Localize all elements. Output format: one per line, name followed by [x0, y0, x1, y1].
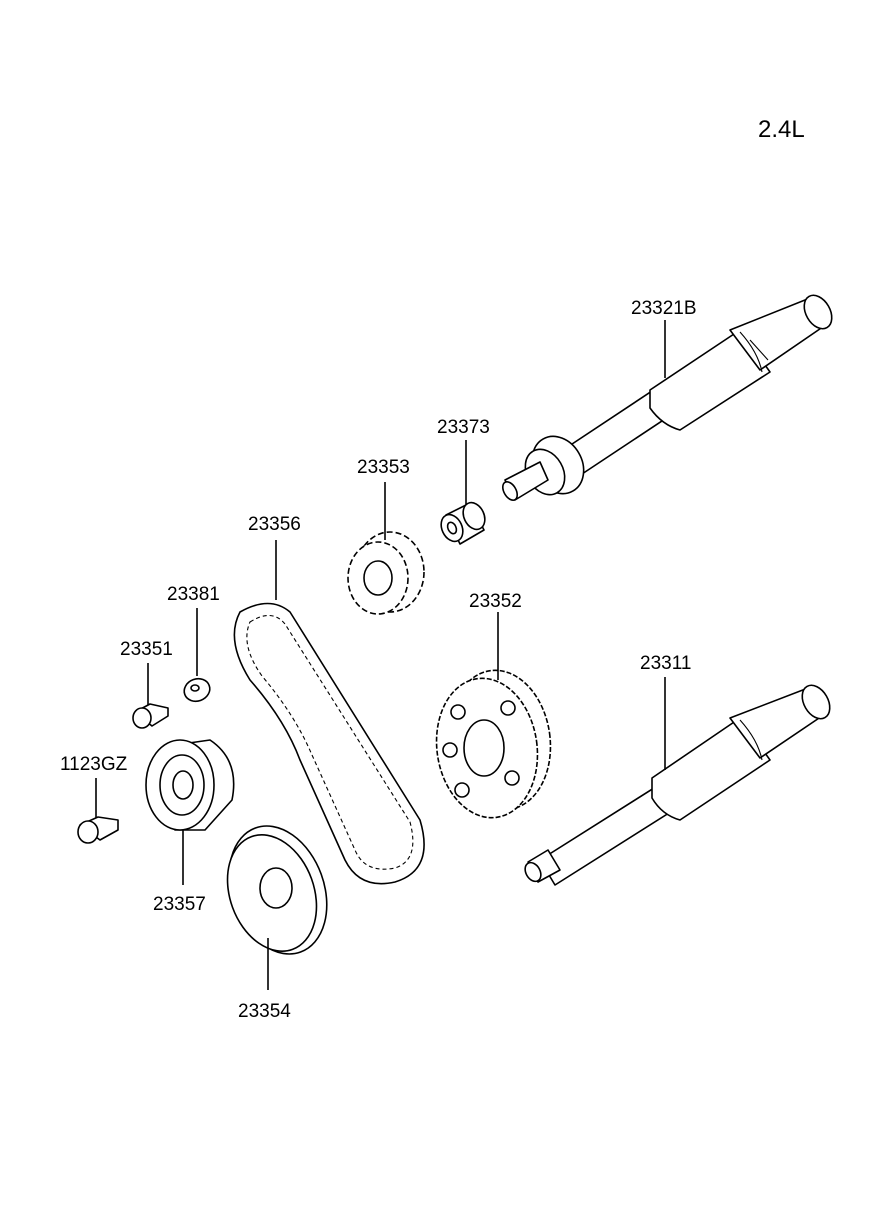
part-label-23357: 23357	[153, 894, 206, 915]
tensioner-pulley-illustration	[145, 739, 235, 885]
part-label-1123gz: 1123GZ	[60, 754, 128, 775]
shaft-sprocket-illustration	[435, 612, 552, 819]
washer-illustration	[183, 608, 211, 703]
part-label-23381: 23381	[167, 584, 220, 605]
part-label-23353: 23353	[357, 457, 410, 478]
bolt-1123gz-illustration	[77, 778, 119, 844]
bolt-23351-illustration	[132, 663, 169, 729]
part-label-23311: 23311	[640, 653, 691, 674]
flange-illustration	[226, 825, 328, 990]
crank-sprocket-illustration	[347, 482, 425, 615]
part-label-23356: 23356	[248, 514, 301, 535]
balance-shaft-lower-illustration	[524, 677, 831, 886]
timing-belt-illustration	[233, 540, 425, 885]
part-label-23373: 23373	[437, 417, 490, 438]
engine-label: 2.4L	[758, 116, 805, 143]
collar-illustration	[440, 440, 486, 545]
part-label-23351: 23351	[120, 639, 173, 660]
part-label-23354: 23354	[238, 1001, 291, 1022]
part-label-23352: 23352	[469, 591, 522, 612]
part-label-23321b: 23321B	[631, 298, 697, 319]
balance-shaft-upper-illustration	[501, 294, 833, 501]
